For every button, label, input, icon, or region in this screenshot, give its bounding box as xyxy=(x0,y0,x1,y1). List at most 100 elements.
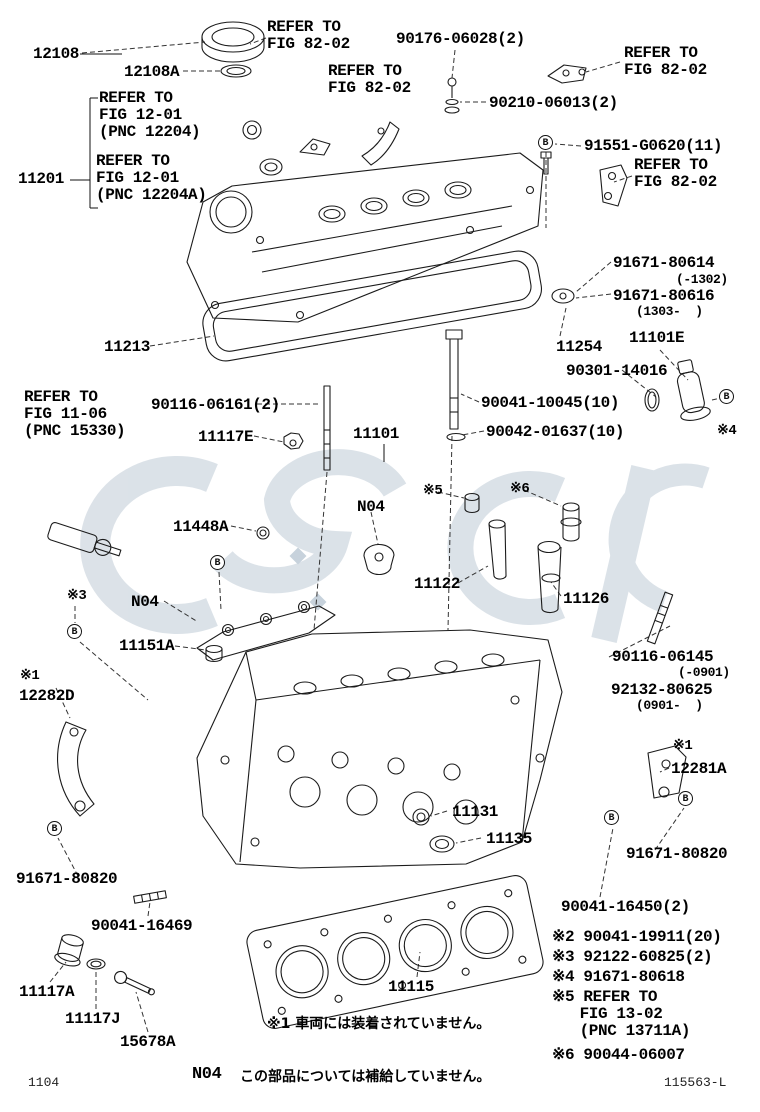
bolt-marker-b-2: B xyxy=(210,555,225,570)
plug-11117e-drawing xyxy=(283,432,304,450)
label-ref6-list: ※6 90044-06007 xyxy=(552,1046,685,1064)
label-90176-06028: 90176-06028(2) xyxy=(396,30,525,48)
label-90041-16450: 90041-16450(2) xyxy=(561,898,690,916)
bolt-marker-b-4: B xyxy=(47,821,62,836)
label-ref1-left: ※1 xyxy=(20,668,40,684)
label-11448a: 11448A xyxy=(173,518,229,536)
label-range-0901a: (-0901) xyxy=(678,665,730,680)
label-11131: 11131 xyxy=(452,803,499,821)
label-92132-80625: 92132-80625 xyxy=(611,681,713,699)
label-15678a: 15678A xyxy=(120,1033,176,1051)
label-ref6-upper: ※6 xyxy=(510,481,530,497)
label-12108a: 12108A xyxy=(124,63,180,81)
label-11122: 11122 xyxy=(414,575,461,593)
label-refer-8202-top: REFER TO FIG 82-02 xyxy=(267,18,350,54)
head-bolts-drawing xyxy=(323,329,466,471)
dowel-11448a-drawing xyxy=(256,526,270,540)
bracket-12281a-drawing xyxy=(647,745,687,799)
label-91671-80820-left: 91671-80820 xyxy=(16,870,118,888)
bolt-marker-b-0: B xyxy=(538,135,553,150)
bolt-marker-b-6: B xyxy=(678,791,693,806)
valve-cover-drawing xyxy=(186,152,544,323)
label-12108: 12108 xyxy=(33,45,80,63)
figure-code: 115563-L xyxy=(664,1075,727,1090)
page-number: 1104 xyxy=(28,1075,60,1090)
nozzle-15678a-drawing xyxy=(114,970,155,996)
oil-control-valve-drawing xyxy=(47,522,122,557)
label-ref4-list: ※4 91671-80618 xyxy=(552,968,685,986)
label-90116-06161: 90116-06161(2) xyxy=(151,396,280,414)
label-11117a: 11117A xyxy=(19,983,75,1001)
label-90301-14016: 90301-14016 xyxy=(566,362,668,380)
bolt-marker-b-1: B xyxy=(719,389,734,404)
label-91671-80820-right: 91671-80820 xyxy=(626,845,728,863)
label-11254: 11254 xyxy=(556,338,603,356)
label-n04-upper: N04 xyxy=(357,498,385,516)
cylinder-head-drawing xyxy=(196,629,563,869)
label-refer-1106: REFER TO FIG 11-06 (PNC 15330) xyxy=(24,388,126,441)
label-90041-10045: 90041-10045(10) xyxy=(481,394,620,412)
label-note-ref1: ※1 車両には装着されていません。 xyxy=(267,1016,491,1032)
brackets-top-drawing xyxy=(299,64,628,207)
label-11135: 11135 xyxy=(486,830,533,848)
callout-lines xyxy=(70,53,385,462)
label-11117j: 11117J xyxy=(65,1010,121,1028)
small-fasteners-top-drawing xyxy=(444,77,552,175)
label-refer-1201-a: REFER TO FIG 12-01 (PNC 12204) xyxy=(99,89,201,142)
label-11117e: 11117E xyxy=(198,428,254,446)
seal-11135-drawing xyxy=(429,835,455,853)
cover-gasket-drawing xyxy=(202,250,543,362)
label-n04-left: N04 xyxy=(131,593,159,611)
label-12282d: 12282D xyxy=(19,687,75,705)
head-gasket-drawing xyxy=(246,875,544,1029)
label-90210-06013: 90210-06013(2) xyxy=(489,94,618,112)
label-ref5-upper: ※5 xyxy=(423,483,443,499)
plug-11151a-drawing xyxy=(205,644,223,663)
label-11101: 11101 xyxy=(353,425,400,443)
label-refer-1201-b: REFER TO FIG 12-01 (PNC 12204A) xyxy=(96,152,207,205)
label-refer-8202-right1: REFER TO FIG 82-02 xyxy=(624,44,707,80)
label-91671-80616: 91671-80616 xyxy=(613,287,715,305)
label-11126: 11126 xyxy=(563,590,610,608)
label-11213: 11213 xyxy=(104,338,151,356)
stud-ref6-drawing xyxy=(560,502,582,542)
label-90042-01637: 90042-01637(10) xyxy=(486,423,625,441)
label-ref3-list: ※3 92122-60825(2) xyxy=(552,948,713,966)
plug-11117a-drawing xyxy=(54,934,84,967)
stud-90041-16469-drawing xyxy=(133,890,167,904)
label-11151a: 11151A xyxy=(119,637,175,655)
label-note-n04-prefix: N04 xyxy=(192,1065,222,1084)
label-note-n04: この部品については補給していません。 xyxy=(240,1069,491,1085)
label-range-0901b: (0901- ) xyxy=(636,698,703,713)
label-91671-80614: 91671-80614 xyxy=(613,254,715,272)
label-12281a: 12281A xyxy=(671,760,727,778)
parts-art xyxy=(47,21,711,1029)
label-refer-8202-right2: REFER TO FIG 82-02 xyxy=(634,156,717,192)
label-11201: 11201 xyxy=(18,170,65,188)
label-11115: 11115 xyxy=(388,978,435,996)
seal-washer-drawing xyxy=(551,288,575,304)
label-ref4-right: ※4 xyxy=(717,423,737,439)
label-ref3-left: ※3 xyxy=(67,588,87,604)
label-ref2-list: ※2 90041-19911(20) xyxy=(552,928,722,946)
bracket-12282d-drawing xyxy=(57,721,95,817)
valve-guide-11122-drawing xyxy=(488,519,507,580)
label-ref1-right: ※1 xyxy=(673,738,693,754)
label-11101e: 11101E xyxy=(629,329,685,347)
label-ref5-list: ※5 REFER TO FIG 13-02 (PNC 13711A) xyxy=(552,988,691,1041)
oil-filler-cap-drawing xyxy=(201,21,265,78)
seat-11131-drawing xyxy=(412,808,430,826)
cam-cap-n04-drawing xyxy=(363,543,395,576)
label-refer-8202-mid: REFER TO FIG 82-02 xyxy=(328,62,411,98)
gasket-11117j-drawing xyxy=(86,958,106,970)
pcv-valve-drawing xyxy=(242,120,283,176)
pipe-11126-drawing xyxy=(537,540,562,614)
bolt-marker-b-5: B xyxy=(604,810,619,825)
cam-housing-n04-drawing xyxy=(196,600,336,661)
label-90116-06145: 90116-06145 xyxy=(612,648,714,666)
label-range-1302: (-1302) xyxy=(676,272,728,287)
stud-90116-06145-drawing xyxy=(646,591,674,645)
